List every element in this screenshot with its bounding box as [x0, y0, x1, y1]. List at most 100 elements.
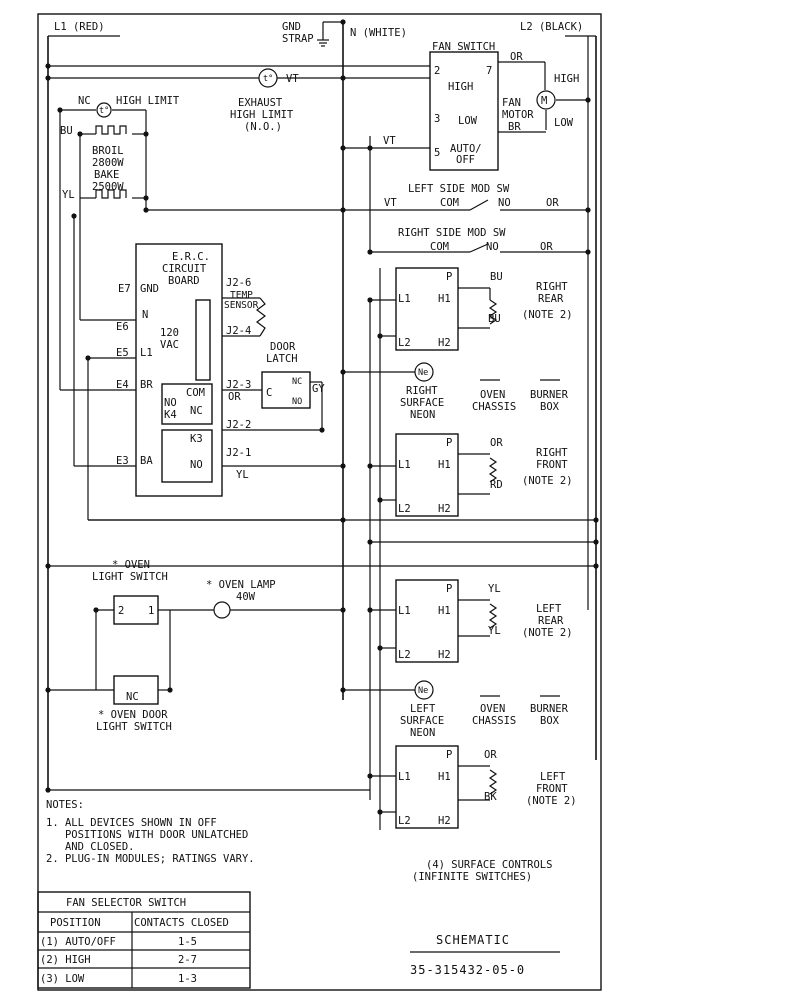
yl-left-label: YL — [62, 189, 75, 201]
fan-or-label: OR — [510, 51, 523, 63]
lf-label-1: LEFT — [540, 771, 566, 783]
j23-label: J2-3 — [226, 379, 251, 391]
bake-label-1: BAKE — [94, 169, 119, 181]
diagram-labels: L1 (RED) L2 (BLACK) GND STRAP N (WHITE) … — [54, 21, 583, 883]
switch-right-rear — [395, 267, 459, 351]
rr-bu-1: BU — [490, 271, 503, 283]
left-mod-label: LEFT SIDE MOD SW — [408, 183, 510, 195]
switch-terminal-p: P — [446, 437, 452, 449]
switch-terminal-l1: L1 — [398, 459, 411, 471]
junction-dot — [340, 207, 346, 213]
junction-dot — [143, 207, 149, 213]
bake-label-2: 2500W — [92, 181, 124, 193]
switch-terminal-h2: H2 — [438, 649, 451, 661]
fan-table-row-2-contacts: 2-7 — [178, 954, 197, 966]
erc-label-2: CIRCUIT — [162, 263, 207, 275]
l2-label: L2 (BLACK) — [520, 21, 583, 33]
rs-neon-label-1: RIGHT — [406, 385, 438, 397]
motor-fan-label: FAN — [502, 97, 521, 109]
rf-label-1: RIGHT — [536, 447, 568, 459]
lr-element — [488, 603, 498, 629]
fan-sw-3: 3 — [434, 113, 440, 125]
rr-label-3: (NOTE 2) — [522, 309, 573, 321]
ls-neon-symbol-text: Ne — [418, 686, 428, 696]
oven-chassis-2: CHASSIS — [472, 401, 516, 413]
door-c-label: C — [266, 387, 272, 399]
j22-label: J2-2 — [226, 419, 251, 431]
lr-label-2: REAR — [538, 615, 564, 627]
lf-label-3: (NOTE 2) — [526, 795, 577, 807]
e5-label: E5 — [116, 347, 129, 359]
switch-terminal-l2: L2 — [398, 337, 411, 349]
broil-element — [95, 125, 127, 135]
motor-high-label: HIGH — [554, 73, 579, 85]
fan-table-box — [37, 891, 251, 989]
burner-box-2: BOX — [540, 401, 560, 413]
right-mod-or: OR — [540, 241, 553, 253]
odls-label-2: LIGHT SWITCH — [96, 721, 172, 733]
door-no-label: NO — [292, 397, 302, 407]
transformer-coil — [195, 299, 211, 381]
erc-label-3: BOARD — [168, 275, 200, 287]
rs-neon-symbol-text: Ne — [418, 368, 428, 378]
switch-terminal-l2: L2 — [398, 503, 411, 515]
left-mod-contact — [469, 199, 489, 211]
junction-dot — [593, 539, 599, 545]
junction-dot — [45, 687, 51, 693]
junction-dot — [340, 687, 346, 693]
high-limit-label: HIGH LIMIT — [116, 95, 180, 107]
motor-motor-label: MOTOR — [502, 109, 534, 121]
junction-dot — [167, 687, 173, 693]
rs-neon-label-3: NEON — [410, 409, 435, 421]
junction-dot — [340, 75, 346, 81]
switch-terminal-h2: H2 — [438, 503, 451, 515]
e5-l1-label: L1 — [140, 347, 153, 359]
fan-sw-5: 5 — [434, 147, 440, 159]
door-gy-label: GY — [312, 383, 325, 395]
left-mod-vt: VT — [384, 197, 397, 209]
k4-no-label: NO — [164, 397, 177, 409]
junction-dot — [367, 145, 373, 151]
vac-label-2: VAC — [160, 339, 179, 351]
sheet-frame — [37, 13, 602, 991]
exhaust-high-limit-symbol — [258, 68, 278, 88]
switch-left-front — [395, 745, 459, 829]
door-label-2: LATCH — [266, 353, 298, 365]
j21-yl-label: YL — [236, 469, 249, 481]
ols-label-2: LIGHT SWITCH — [92, 571, 168, 583]
e7-gnd-label: GND — [140, 283, 159, 295]
e4-label: E4 — [116, 379, 129, 391]
left-mod-or: OR — [546, 197, 559, 209]
j21-label: J2-1 — [226, 447, 251, 459]
motor-br-label: BR — [508, 121, 521, 133]
fan-table-header-contacts: CONTACTS CLOSED — [134, 917, 229, 929]
lamp-label-2: 40W — [236, 591, 256, 603]
bake-element — [95, 189, 127, 199]
e3-ba-label: BA — [140, 455, 153, 467]
switch-terminal-p: P — [446, 583, 452, 595]
left-surface-neon-symbol — [414, 680, 434, 700]
junction-dot — [367, 607, 373, 613]
junction-dot — [367, 297, 373, 303]
rr-bu-2: BU — [488, 313, 501, 325]
junction-dot — [340, 369, 346, 375]
right-mod-label: RIGHT SIDE MOD SW — [398, 227, 506, 239]
ols-1-label: 1 — [148, 605, 154, 617]
fan-sw-off: OFF — [456, 154, 475, 166]
fan-table-row-1-contacts: 1-5 — [178, 936, 197, 948]
motor-m-label: M — [541, 95, 547, 107]
temp-label-2: SENSOR — [224, 300, 259, 311]
junction-dot — [77, 131, 83, 137]
lamp-label-1: * OVEN LAMP — [206, 579, 276, 591]
junction-dot — [319, 427, 325, 433]
junction-dot — [367, 249, 373, 255]
high-limit-symbol — [96, 102, 112, 118]
switch-terminal-l1: L1 — [398, 605, 411, 617]
k3-no-label: NO — [190, 459, 203, 471]
junction-dot — [593, 517, 599, 523]
switch-terminal-l1: L1 — [398, 771, 411, 783]
k3-label: K3 — [190, 433, 203, 445]
fan-table-row-3-pos: (3) LOW — [40, 973, 85, 985]
junction-dot — [143, 131, 149, 137]
